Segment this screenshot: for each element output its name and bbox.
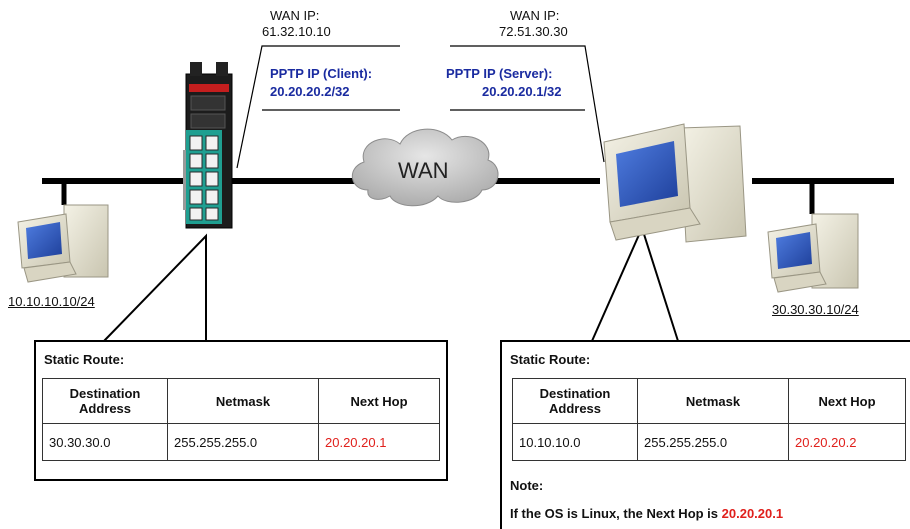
dest-cell: 30.30.30.0	[42, 423, 168, 461]
note-label: Note:	[510, 478, 544, 493]
netmask-header: Netmask	[167, 378, 319, 424]
wan-cloud	[352, 128, 499, 207]
nexthop-cell: 20.20.20.2	[788, 423, 906, 461]
nexthop-header: Next Hop	[788, 378, 906, 424]
right-host-ip: 30.30.30.10/24	[772, 302, 859, 317]
left-route-table: Destination Address Netmask Next Hop 30.…	[42, 378, 440, 461]
table-header-row: Destination Address Netmask Next Hop	[512, 378, 906, 424]
table-header-row: Destination Address Netmask Next Hop	[42, 378, 440, 424]
box-pointers	[103, 225, 679, 342]
note-body: If the OS is Linux, the Next Hop is	[510, 506, 722, 521]
left-static-route-box: Static Route: Destination Address Netmas…	[34, 340, 448, 481]
server-pptp-ip: 20.20.20.1/32	[482, 84, 562, 99]
client-pptp-label: PPTP IP (Client):	[270, 66, 373, 81]
dest-cell: 10.10.10.0	[512, 423, 638, 461]
netmask-cell: 255.255.255.0	[637, 423, 789, 461]
note-next-hop: 20.20.20.1	[721, 506, 784, 521]
server-wan-label: WAN IP:	[510, 8, 560, 23]
left-route-title: Static Route:	[44, 352, 125, 367]
client-pptp-ip: 20.20.20.2/32	[270, 84, 350, 99]
right-static-route-box: Static Route: Destination Address Netmas…	[500, 340, 910, 529]
table-row: 30.30.30.0 255.255.255.0 20.20.20.1	[42, 423, 440, 461]
dest-header: Destination Address	[42, 378, 168, 424]
wan-cloud-label: WAN	[398, 158, 449, 183]
client-wan-ip: 61.32.10.10	[262, 24, 331, 39]
right-route-table: Destination Address Netmask Next Hop 10.…	[512, 378, 906, 461]
table-row: 10.10.10.0 255.255.255.0 20.20.20.2	[512, 423, 906, 461]
nexthop-cell: 20.20.20.1	[318, 423, 440, 461]
server-pptp-label: PPTP IP (Server):	[446, 66, 553, 81]
netmask-cell: 255.255.255.0	[167, 423, 319, 461]
server-wan-ip: 72.51.30.30	[499, 24, 568, 39]
moxa-switch-icon	[183, 62, 233, 229]
callout-lines	[236, 45, 605, 169]
note-text: If the OS is Linux, the Next Hop is 20.2…	[510, 506, 783, 521]
dest-header: Destination Address	[512, 378, 638, 424]
client-wan-label: WAN IP:	[270, 8, 320, 23]
server-pc-icon	[603, 123, 747, 243]
netmask-header: Netmask	[637, 378, 789, 424]
right-pc-icon	[767, 213, 859, 293]
left-host-ip: 10.10.10.10/24	[8, 294, 95, 309]
right-route-title: Static Route:	[510, 352, 591, 367]
left-pc-icon	[17, 204, 109, 283]
nexthop-header: Next Hop	[318, 378, 440, 424]
